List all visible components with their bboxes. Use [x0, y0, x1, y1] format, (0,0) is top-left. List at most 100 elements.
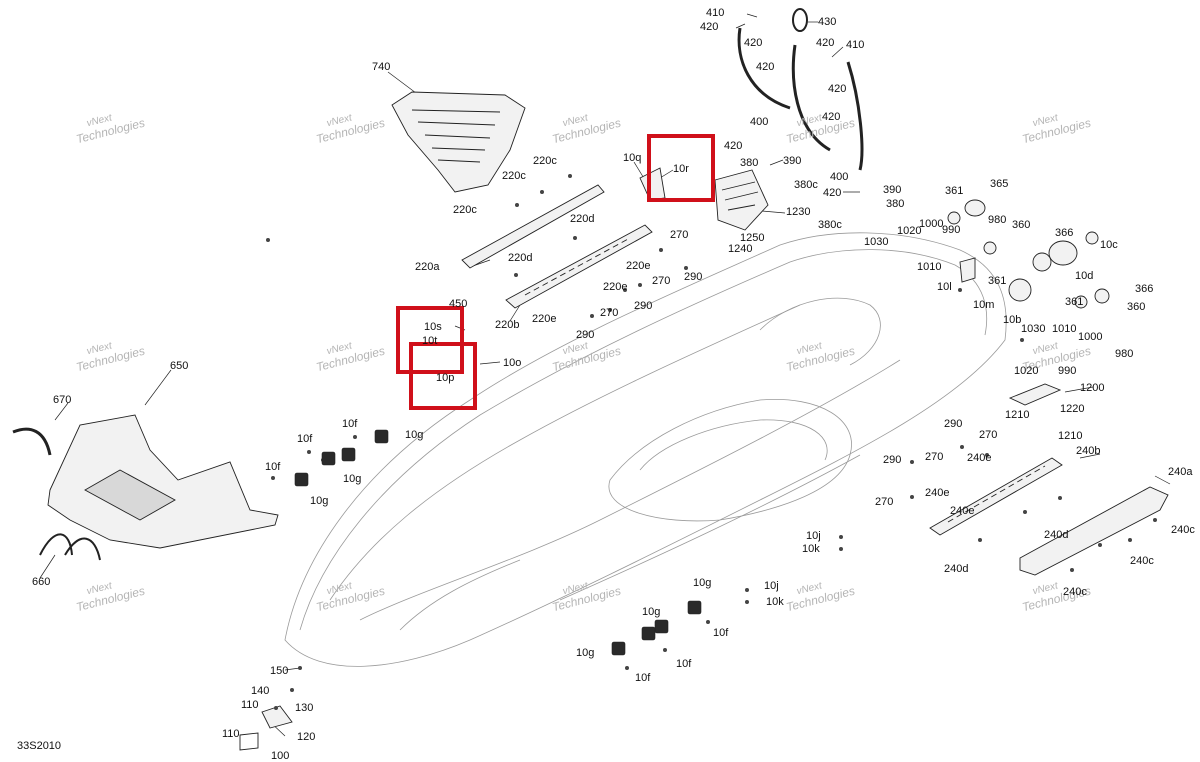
callout-220d[interactable]: 220d	[570, 213, 595, 225]
callout-240e[interactable]: 240e	[925, 487, 950, 499]
callout-1010[interactable]: 1010	[917, 261, 942, 273]
callout-420[interactable]: 420	[816, 37, 835, 49]
callout-1230[interactable]: 1230	[786, 206, 811, 218]
callout-670[interactable]: 670	[53, 394, 72, 406]
callout-1210[interactable]: 1210	[1058, 430, 1083, 442]
callout-980[interactable]: 980	[988, 214, 1007, 226]
callout-400[interactable]: 400	[830, 171, 849, 183]
callout-110[interactable]: 110	[222, 728, 240, 740]
callout-650[interactable]: 650	[170, 360, 189, 372]
callout-420[interactable]: 420	[700, 21, 719, 33]
callout-361[interactable]: 361	[945, 185, 964, 197]
callout-740[interactable]: 740	[372, 61, 391, 73]
callout-1240[interactable]: 1240	[728, 243, 753, 255]
callout-10t[interactable]: 10t	[422, 335, 438, 347]
callout-10m[interactable]: 10m	[973, 299, 995, 311]
callout-10g[interactable]: 10g	[405, 429, 424, 441]
callout-361[interactable]: 361	[1065, 296, 1084, 308]
callout-1200[interactable]: 1200	[1080, 382, 1105, 394]
callout-270[interactable]: 270	[600, 307, 619, 319]
callout-420[interactable]: 420	[756, 61, 775, 73]
callout-400[interactable]: 400	[750, 116, 769, 128]
callout-365[interactable]: 365	[990, 178, 1009, 190]
callout-10o[interactable]: 10o	[503, 357, 522, 369]
callout-1220[interactable]: 1220	[1060, 403, 1085, 415]
callout-366[interactable]: 366	[1135, 283, 1154, 295]
callout-390[interactable]: 390	[883, 184, 902, 196]
callout-240d[interactable]: 240d	[944, 563, 969, 575]
callout-1010[interactable]: 1010	[1052, 323, 1077, 335]
callout-220c[interactable]: 220c	[453, 204, 477, 216]
callout-290[interactable]: 290	[944, 418, 963, 430]
callout-10f[interactable]: 10f	[713, 627, 729, 639]
callout-1000[interactable]: 1000	[1078, 331, 1103, 343]
callout-361[interactable]: 361	[988, 275, 1007, 287]
callout-360[interactable]: 360	[1127, 301, 1146, 313]
callout-10g[interactable]: 10g	[343, 473, 362, 485]
callout-10c[interactable]: 10c	[1100, 239, 1118, 251]
callout-10d[interactable]: 10d	[1075, 270, 1094, 282]
callout-10j[interactable]: 10j	[764, 580, 779, 592]
callout-10f[interactable]: 10f	[676, 658, 692, 670]
callout-390[interactable]: 390	[783, 155, 802, 167]
callout-290[interactable]: 290	[576, 329, 595, 341]
callout-430[interactable]: 430	[818, 16, 837, 28]
callout-10g[interactable]: 10g	[642, 606, 661, 618]
highlight-box-10s[interactable]	[396, 306, 464, 374]
callout-10q[interactable]: 10q	[623, 152, 642, 164]
callout-240a[interactable]: 240a	[1168, 466, 1193, 478]
callout-10f[interactable]: 10f	[265, 461, 281, 473]
callout-1030[interactable]: 1030	[1021, 323, 1046, 335]
callout-240c[interactable]: 240c	[1063, 586, 1087, 598]
callout-380[interactable]: 380	[886, 198, 905, 210]
callout-10g[interactable]: 10g	[310, 495, 329, 507]
callout-240c[interactable]: 240c	[1171, 524, 1195, 536]
callout-10p[interactable]: 10p	[436, 372, 455, 384]
callout-10r[interactable]: 10r	[673, 163, 689, 175]
callout-220c[interactable]: 220c	[533, 155, 557, 167]
callout-10f[interactable]: 10f	[297, 433, 313, 445]
callout-420[interactable]: 420	[724, 140, 743, 152]
callout-120[interactable]: 120	[297, 731, 316, 743]
callout-10g[interactable]: 10g	[576, 647, 595, 659]
callout-220e[interactable]: 220e	[603, 281, 628, 293]
callout-270[interactable]: 270	[925, 451, 944, 463]
callout-140[interactable]: 140	[251, 685, 270, 697]
callout-220d[interactable]: 220d	[508, 252, 533, 264]
callout-220c[interactable]: 220c	[502, 170, 526, 182]
callout-10f[interactable]: 10f	[635, 672, 651, 684]
callout-220e[interactable]: 220e	[626, 260, 651, 272]
callout-990[interactable]: 990	[942, 224, 961, 236]
callout-990[interactable]: 990	[1058, 365, 1077, 377]
callout-150[interactable]: 150	[270, 665, 289, 677]
callout-1000[interactable]: 1000	[919, 218, 944, 230]
callout-380c[interactable]: 380c	[794, 179, 818, 191]
callout-10j[interactable]: 10j	[806, 530, 821, 542]
callout-420[interactable]: 420	[744, 37, 763, 49]
callout-410[interactable]: 410	[846, 39, 865, 51]
callout-380[interactable]: 380	[740, 157, 759, 169]
callout-270[interactable]: 270	[979, 429, 998, 441]
callout-380c[interactable]: 380c	[818, 219, 842, 231]
callout-420[interactable]: 420	[822, 111, 841, 123]
callout-10g[interactable]: 10g	[693, 577, 712, 589]
callout-240d[interactable]: 240d	[1044, 529, 1069, 541]
callout-10f[interactable]: 10f	[342, 418, 358, 430]
callout-100[interactable]: 100	[271, 750, 290, 762]
callout-240c[interactable]: 240c	[1130, 555, 1154, 567]
callout-240e[interactable]: 240e	[950, 505, 975, 517]
callout-220b[interactable]: 220b	[495, 319, 520, 331]
callout-270[interactable]: 270	[875, 496, 894, 508]
callout-220a[interactable]: 220a	[415, 261, 440, 273]
callout-290[interactable]: 290	[634, 300, 653, 312]
callout-1250[interactable]: 1250	[740, 232, 765, 244]
callout-240b[interactable]: 240b	[1076, 445, 1101, 457]
callout-10k[interactable]: 10k	[802, 543, 820, 555]
callout-366[interactable]: 366	[1055, 227, 1074, 239]
callout-420[interactable]: 420	[823, 187, 842, 199]
callout-1020[interactable]: 1020	[1014, 365, 1039, 377]
callout-110[interactable]: 110	[241, 699, 259, 711]
highlight-box-10p[interactable]	[409, 342, 477, 410]
callout-660[interactable]: 660	[32, 576, 51, 588]
callout-270[interactable]: 270	[670, 229, 689, 241]
